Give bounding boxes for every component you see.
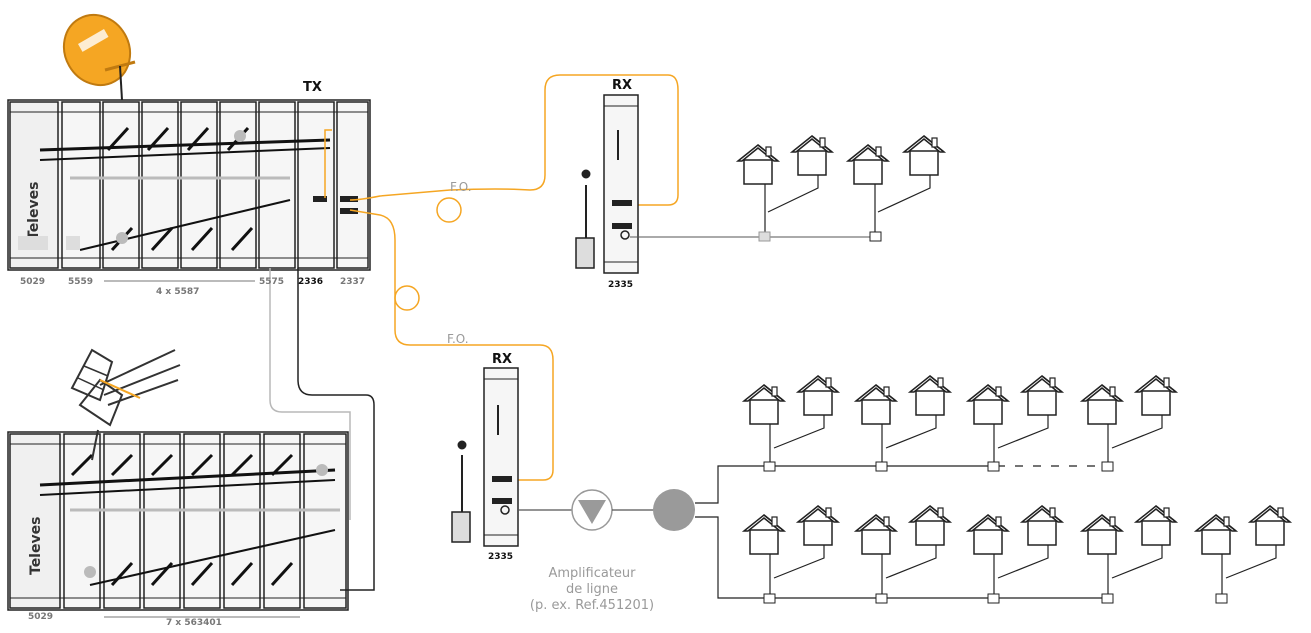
ref-label: 2336 xyxy=(298,277,324,287)
fiber-label: F.O. xyxy=(450,180,472,194)
receiver-top xyxy=(603,94,639,274)
ref-label: 2335 xyxy=(608,280,634,290)
house-icon xyxy=(1135,375,1177,416)
house-icon xyxy=(909,375,951,416)
house-icon xyxy=(855,384,897,425)
ref-label: 2335 xyxy=(488,552,514,562)
house-icon xyxy=(967,384,1009,425)
line-amplifier-icon xyxy=(571,489,613,531)
fiber-label: F.O. xyxy=(447,332,469,346)
amplifier-caption-line: de ligne xyxy=(565,582,619,597)
satellite-dish-icon xyxy=(62,13,136,101)
house-icon xyxy=(903,135,945,176)
amplifier-caption-line: (p. ex. Ref.451201) xyxy=(529,598,655,613)
ref-label: 5029 xyxy=(20,277,46,287)
splitter-icon xyxy=(653,489,695,531)
rx-label: RX xyxy=(492,352,513,367)
house-icon xyxy=(855,514,897,555)
ref-label: 7 x 563401 xyxy=(166,618,222,628)
power-supply-icon xyxy=(575,169,595,269)
house-icon xyxy=(1021,375,1063,416)
house-icon xyxy=(1081,384,1123,425)
house-icon xyxy=(743,384,785,425)
house-icon xyxy=(1081,514,1123,555)
terrestrial-antenna-icon xyxy=(70,348,181,461)
receiver-bottom xyxy=(483,367,519,547)
ref-label: 4 x 5587 xyxy=(156,287,200,297)
house-icon xyxy=(909,505,951,546)
house-icon xyxy=(737,144,779,185)
svg-text:Televes: Televes xyxy=(28,517,44,575)
house-icon xyxy=(967,514,1009,555)
house-icon xyxy=(1135,505,1177,546)
ref-label: 5575 xyxy=(259,277,285,287)
house-icon xyxy=(743,514,785,555)
svg-text:Televes: Televes xyxy=(26,182,42,240)
ref-label: 2337 xyxy=(340,277,366,287)
house-icon xyxy=(1249,505,1291,546)
house-icon xyxy=(847,144,889,185)
house-icon xyxy=(1021,505,1063,546)
ref-label: 5559 xyxy=(68,277,94,287)
house-icon xyxy=(791,135,833,176)
top-headend-rack: Televes xyxy=(7,99,371,271)
ref-label: 5029 xyxy=(28,612,54,622)
rx-label: RX xyxy=(612,78,633,93)
house-icon xyxy=(797,375,839,416)
amplifier-caption: Amplificateur de ligne (p. ex. Ref.45120… xyxy=(512,566,672,614)
amplifier-caption-line: Amplificateur xyxy=(548,566,636,581)
power-supply-icon xyxy=(451,440,471,543)
house-icon xyxy=(1195,514,1237,555)
bottom-headend-rack: Televes xyxy=(7,431,349,611)
tx-label: TX xyxy=(303,80,322,95)
house-icon xyxy=(797,505,839,546)
fiber-links xyxy=(324,74,679,481)
